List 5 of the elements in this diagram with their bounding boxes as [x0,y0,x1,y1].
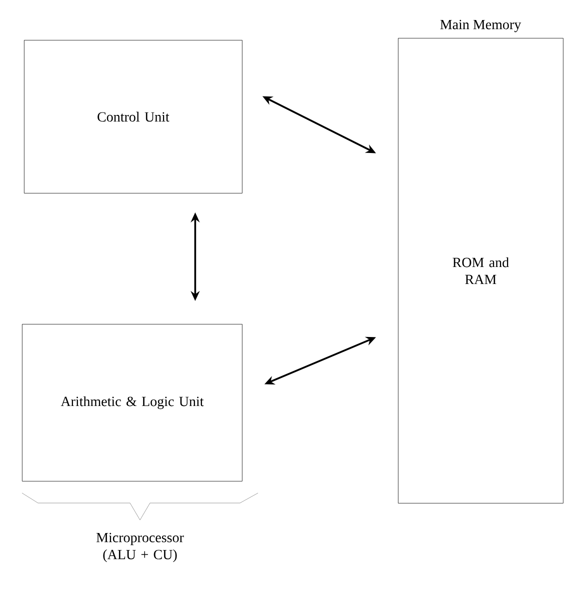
unit-box: Control Unit [24,40,242,194]
unit-box: Arithmetic & Logic Unit [22,324,242,482]
group-label: Microprocessor (ALU + CU) [96,532,184,562]
box-heading: Main Memory [440,20,522,32]
unit-box: ROM and RAM [398,38,564,504]
